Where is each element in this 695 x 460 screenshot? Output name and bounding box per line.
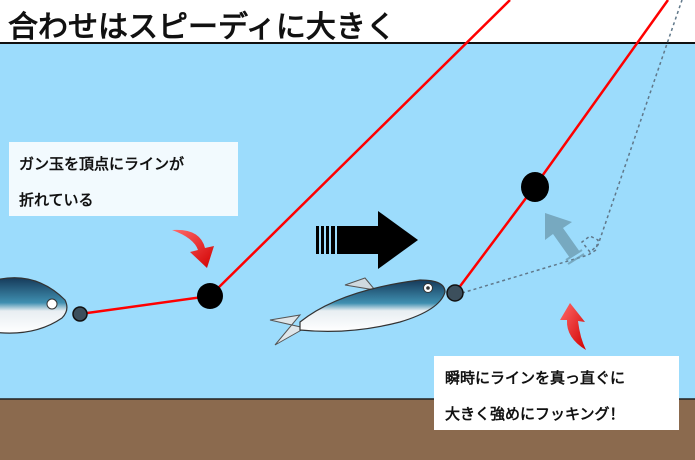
red-arrow-down-icon xyxy=(172,229,214,268)
right-arrow-icon xyxy=(316,211,418,269)
sinker-before xyxy=(197,283,223,309)
hook-point xyxy=(72,306,88,322)
red-arrow-up-icon xyxy=(560,303,586,350)
note-after: 瞬時にラインを真っ直ぐに 大きく強めにフッキング！ xyxy=(434,356,679,430)
note-after-line1: 瞬時にラインを真っ直ぐに xyxy=(445,369,626,387)
fish-hooked xyxy=(269,277,464,346)
note-before: ガン玉を頂点にラインが 折れている xyxy=(9,142,238,216)
hook-point xyxy=(446,284,464,302)
fish-left xyxy=(0,277,88,334)
sinker-after xyxy=(521,172,549,202)
note-after-line2: 大きく強めにフッキング！ xyxy=(445,405,625,423)
water xyxy=(0,43,695,399)
page-title: 合わせはスピーディに大きく xyxy=(8,10,396,45)
title-bar xyxy=(0,0,695,43)
note-before-line2: 折れている xyxy=(19,191,94,209)
note-before-line1: ガン玉を頂点にラインが xyxy=(19,155,185,173)
faded-up-arrow-icon xyxy=(545,213,585,265)
previous-line-dotted xyxy=(461,0,683,294)
